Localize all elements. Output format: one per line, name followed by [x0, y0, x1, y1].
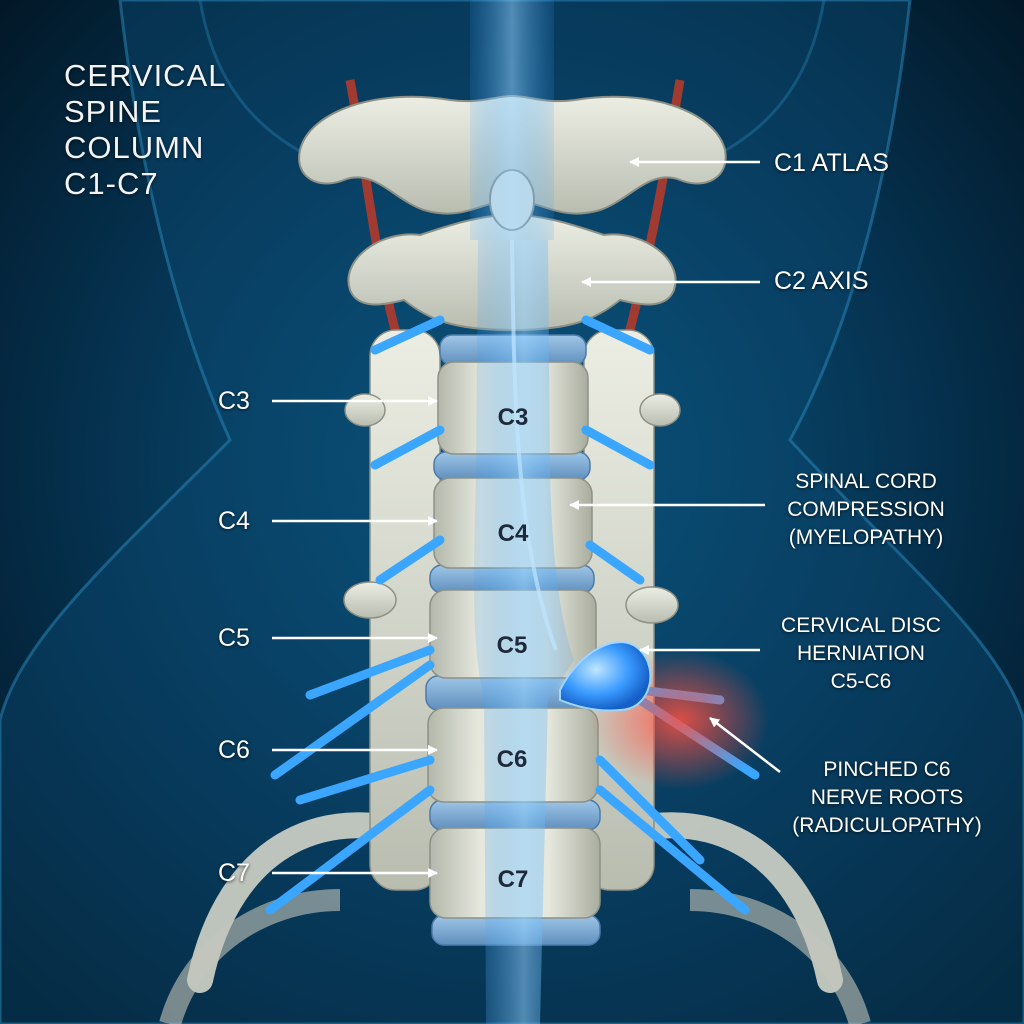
label-line: PINCHED C6 — [823, 758, 951, 781]
vertebra-label-c7: C7 — [497, 866, 529, 893]
label-c1-atlas: C1 ATLAS — [774, 149, 889, 177]
label-c3: C3 — [218, 387, 250, 415]
label-line: (RADICULOPATHY) — [792, 814, 982, 837]
spinal-cord — [473, 240, 574, 1024]
nerve-roots-left — [265, 315, 445, 915]
title-line: CERVICAL — [64, 58, 227, 93]
arrow-nerve — [709, 717, 781, 773]
label-line: COMPRESSION — [787, 498, 945, 521]
label-line: NERVE ROOTS — [810, 786, 964, 809]
label-c2-axis: C2 AXIS — [774, 267, 869, 295]
annotation-arrows — [272, 157, 781, 878]
spinal-cord-upper — [470, 0, 554, 240]
vertebra-label-c5: C5 — [496, 632, 528, 659]
label-line: (MYELOPATHY) — [788, 526, 944, 549]
label-line: HERNIATION — [797, 642, 925, 665]
title-line: COLUMN — [64, 130, 205, 165]
vertebra-label-c3: C3 — [497, 404, 529, 431]
label-pinched-nerve-roots: PINCHED C6 NERVE ROOTS (RADICULOPATHY) — [772, 756, 1002, 840]
vertebra-label-c6: C6 — [496, 746, 528, 773]
label-line: C5-C6 — [830, 670, 892, 693]
vertebra-label-c4: C4 — [497, 520, 529, 547]
label-line: CERVICAL DISC — [781, 614, 941, 637]
label-disc-herniation: CERVICAL DISC HERNIATION C5-C6 — [756, 612, 966, 696]
label-c6: C6 — [218, 736, 250, 764]
disc-herniation — [559, 641, 652, 712]
label-c4: C4 — [218, 507, 250, 535]
diagram-title: CERVICAL SPINE COLUMN C1-C7 — [64, 58, 264, 202]
label-spinal-cord-compression: SPINAL CORD COMPRESSION (MYELOPATHY) — [766, 468, 966, 552]
label-line: SPINAL CORD — [795, 470, 937, 493]
title-line: C1-C7 — [64, 166, 159, 201]
title-line: SPINE — [64, 94, 163, 129]
label-c7: C7 — [218, 859, 250, 887]
label-c5: C5 — [218, 624, 250, 652]
